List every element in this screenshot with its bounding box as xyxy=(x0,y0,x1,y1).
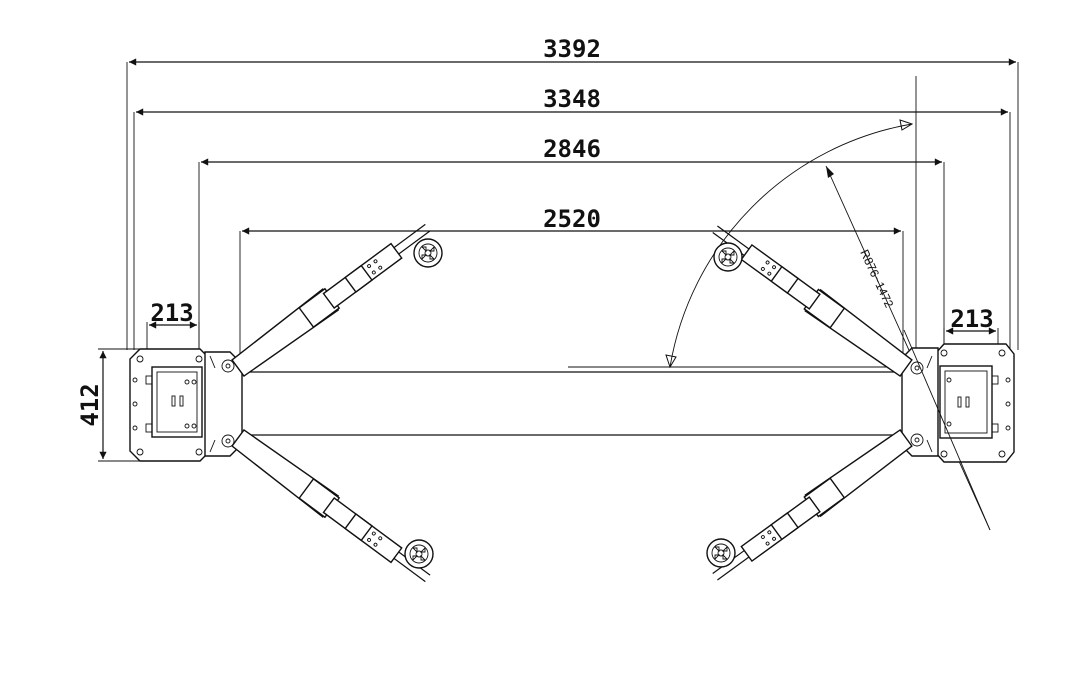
dimension-column-span: 2846 xyxy=(198,135,945,350)
overall-width-label: 3392 xyxy=(543,35,601,63)
radius-label: R876~1472 xyxy=(857,247,896,310)
left-upper-arm xyxy=(231,223,431,378)
base-depth-label: 412 xyxy=(76,383,104,426)
right-post xyxy=(939,365,999,439)
base-left-label: 213 xyxy=(150,299,193,327)
left-lower-arm xyxy=(231,428,431,583)
left-post xyxy=(145,366,203,438)
right-upper-lift-pad xyxy=(713,242,743,272)
dimension-inner-width: 2520 xyxy=(239,205,904,372)
right-carriage xyxy=(901,347,939,457)
dimension-base-right: 213 xyxy=(943,305,999,350)
dimension-overall-width: 3392 xyxy=(126,35,1019,350)
right-lower-arm xyxy=(712,428,913,581)
column-span-label: 2846 xyxy=(543,135,601,163)
floor-crossbar xyxy=(240,371,903,436)
radius-guide-line xyxy=(903,329,991,531)
left-upper-lift-pad xyxy=(413,238,443,268)
left-column xyxy=(129,223,443,583)
outer-width-label: 3348 xyxy=(543,85,601,113)
dimension-base-left: 213 xyxy=(146,299,200,350)
base-right-label: 213 xyxy=(950,305,993,333)
dimension-base-depth: 412 xyxy=(76,348,140,462)
arm-swing-radius: R876~1472 xyxy=(568,76,991,531)
right-column xyxy=(706,225,1015,581)
left-lower-lift-pad xyxy=(404,539,434,569)
inner-width-label: 2520 xyxy=(543,205,601,233)
right-lower-lift-pad xyxy=(706,538,736,568)
left-carriage xyxy=(204,351,243,457)
right-upper-arm xyxy=(712,225,913,378)
dimension-outer-width: 3348 xyxy=(133,85,1011,350)
